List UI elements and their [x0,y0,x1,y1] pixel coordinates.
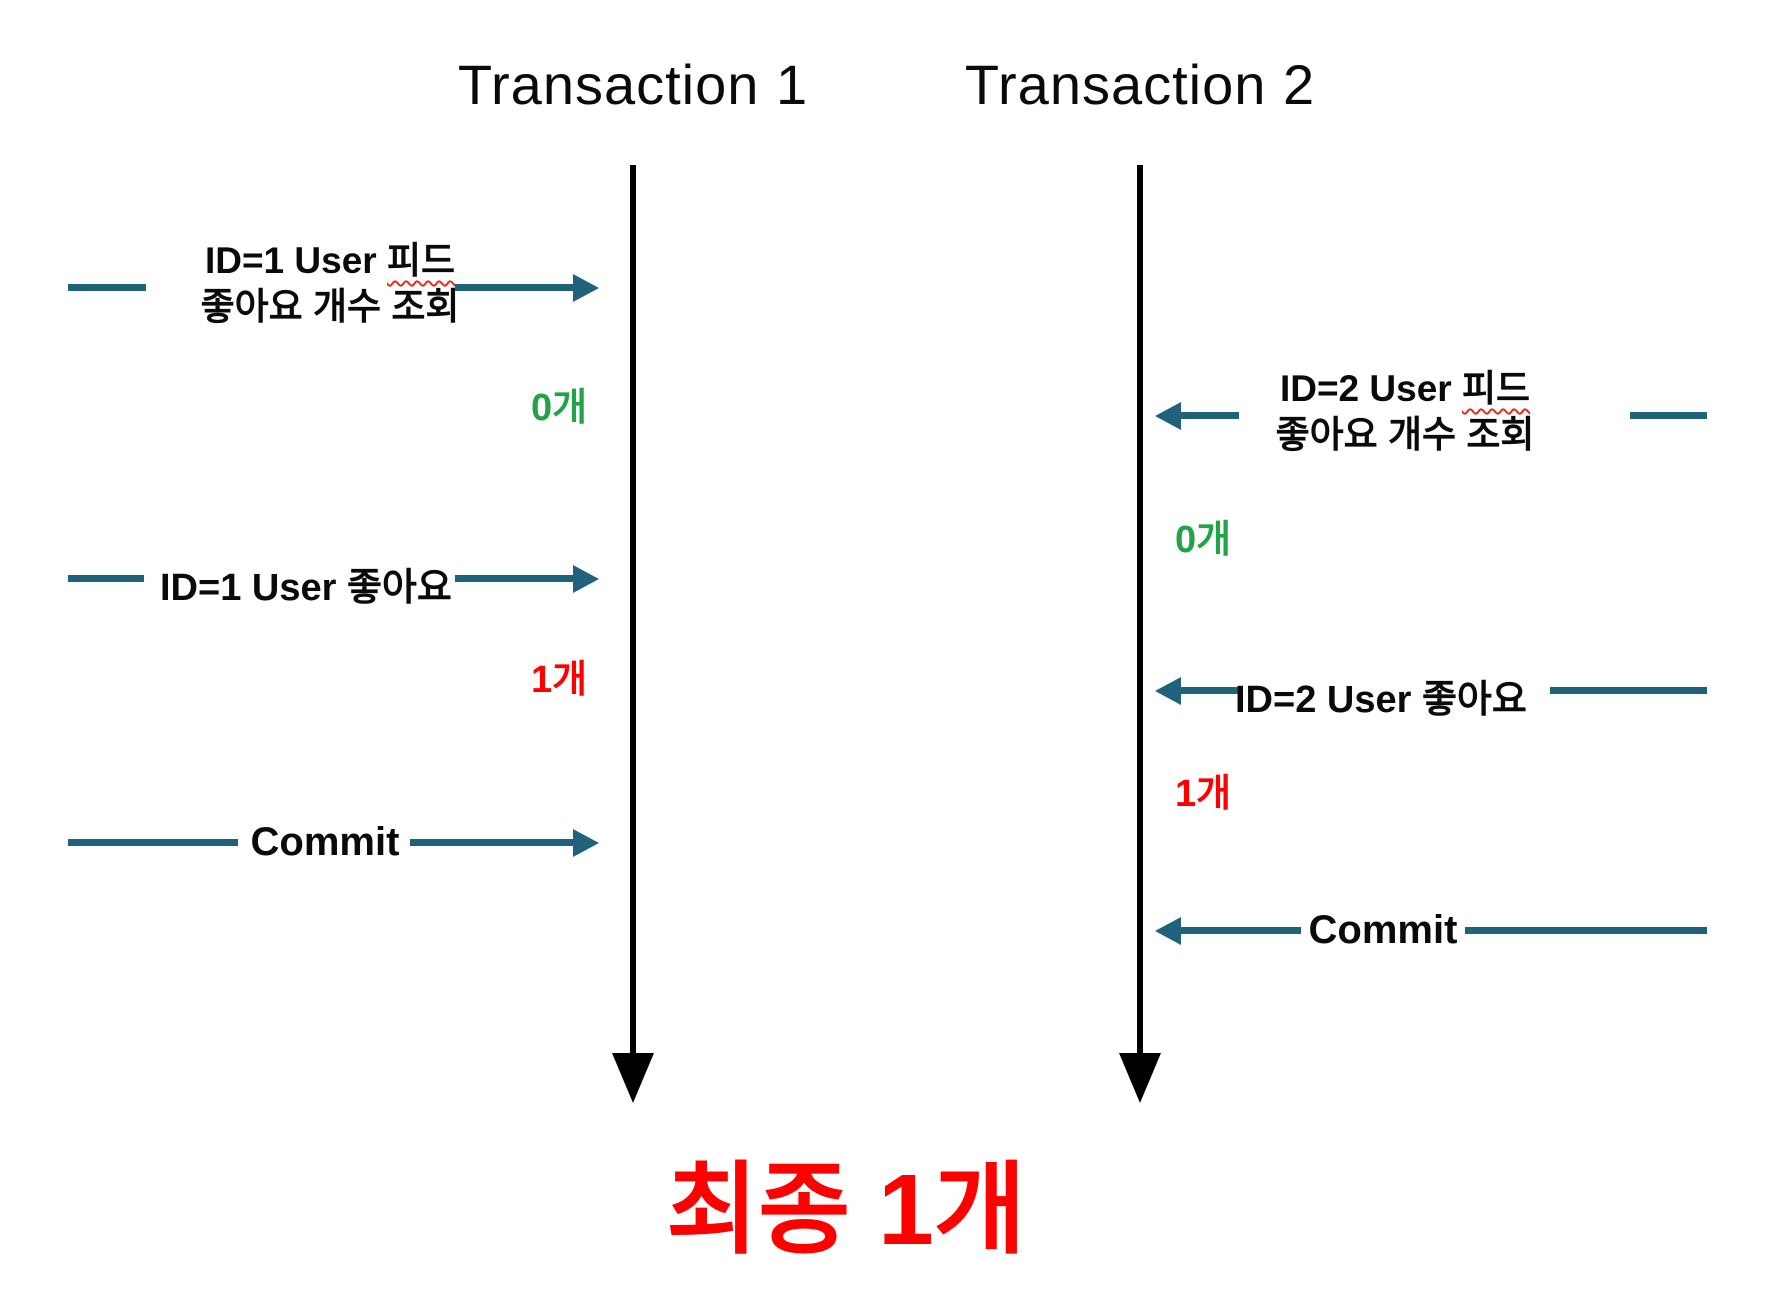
t2-query-arrow-shaft [1179,412,1239,419]
t2-query-label: ID=2 User 피드 좋아요 개수 조회 [1250,366,1560,458]
t1-like-arrow-shaft [455,575,575,582]
final-count-label: 최종 1개 [666,1154,1026,1266]
t2-count-after: 1개 [1175,773,1232,815]
t2-query-prefix: ID=2 User [1279,368,1452,409]
t2-commit-arrowhead-icon [1155,917,1181,945]
t2-like-arrow-shaft [1179,687,1239,694]
t1-commit-left-segment [68,839,238,846]
t1-commit-arrowhead-icon [573,829,599,857]
transaction1-timeline [630,165,636,1055]
t2-query-word: 피드 [1461,368,1531,409]
t1-like-left-segment [68,575,144,582]
t2-count-before: 0개 [1175,519,1232,561]
t1-query-label-line1: ID=1 User 피드 [170,238,490,284]
t2-query-label-line1: ID=2 User 피드 [1250,366,1560,412]
t1-query-left-segment [68,284,146,291]
t2-like-arrowhead-icon [1155,677,1181,705]
t2-query-label-line2: 좋아요 개수 조회 [1275,414,1535,455]
t2-query-right-segment [1630,412,1707,419]
t2-like-right-segment [1550,687,1707,694]
t2-commit-right-segment [1465,927,1707,934]
t2-query-arrowhead-icon [1155,402,1181,430]
t1-like-label: ID=1 User 좋아요 [160,567,452,609]
t1-query-arrow-shaft [455,284,575,291]
transaction1-timeline-arrowhead-icon [612,1053,654,1103]
transaction1-title: Transaction 1 [457,53,809,116]
t2-commit-arrow-shaft [1179,927,1301,934]
t1-like-arrowhead-icon [573,565,599,593]
transaction2-timeline [1137,165,1143,1055]
t1-commit-label: Commit [250,820,400,864]
t1-query-word: 피드 [386,240,456,281]
t1-count-before: 0개 [531,387,588,429]
t1-commit-arrow-shaft [410,839,575,846]
t1-query-label-line2: 좋아요 개수 조회 [200,286,460,327]
t2-commit-label: Commit [1308,908,1458,952]
t1-query-prefix: ID=1 User [204,240,377,281]
transaction2-title: Transaction 2 [964,53,1316,116]
transaction2-timeline-arrowhead-icon [1119,1053,1161,1103]
t2-like-label: ID=2 User 좋아요 [1235,679,1527,721]
t1-count-after: 1개 [531,659,588,701]
t1-query-label: ID=1 User 피드 좋아요 개수 조회 [170,238,490,330]
t1-query-arrowhead-icon [573,274,599,302]
